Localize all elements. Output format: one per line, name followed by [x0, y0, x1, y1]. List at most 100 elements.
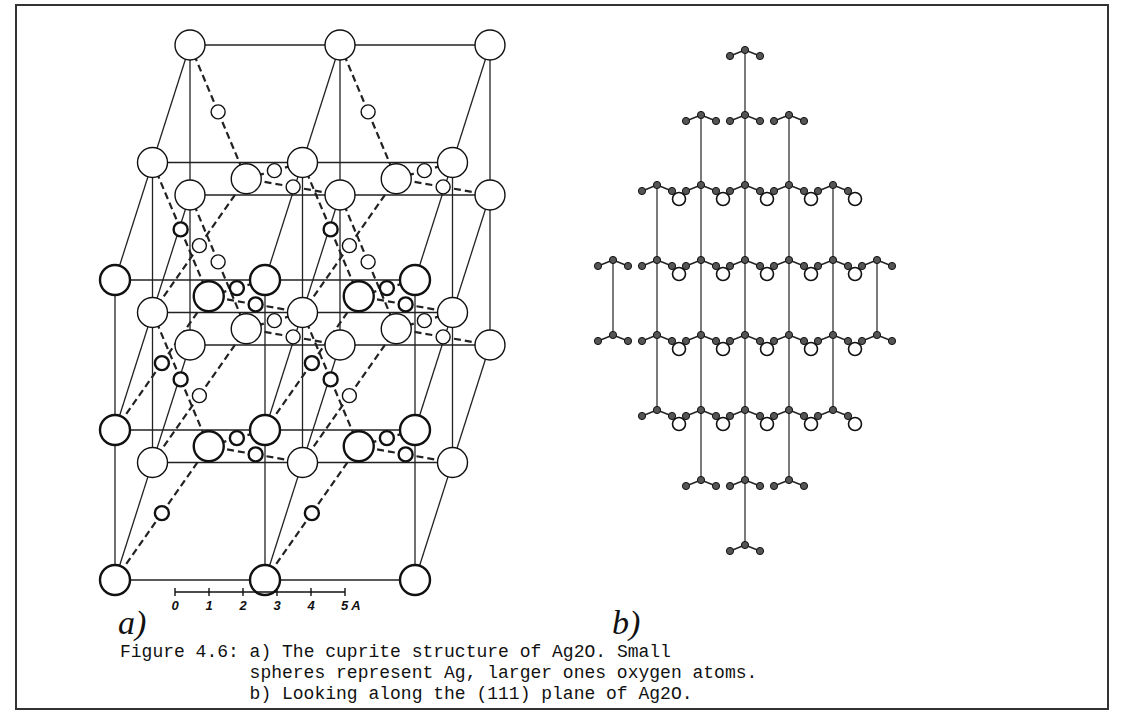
silver-atom: [230, 281, 244, 295]
silver-atom: [342, 389, 356, 403]
scale-tick: [344, 588, 345, 596]
atom-dot: [638, 262, 645, 269]
oxygen-atom: [761, 268, 774, 281]
interlayer-bond: [788, 410, 789, 480]
oxygen-atom: [400, 265, 430, 295]
silver-atom: [174, 222, 188, 236]
oxygen-atom: [717, 268, 730, 281]
silver-atom: [399, 447, 413, 461]
silver-atom: [361, 105, 375, 119]
interlayer-bond: [788, 260, 789, 335]
oxygen-atom: [673, 418, 686, 431]
oxygen-atom: [231, 314, 261, 344]
oxygen-atom: [175, 30, 205, 60]
scale-tick: [310, 588, 311, 596]
silver-atom: [230, 431, 244, 445]
atom-dot: [638, 187, 645, 194]
oxygen-atom: [761, 418, 774, 431]
interlayer-bond: [744, 260, 745, 335]
atom-dot: [653, 406, 660, 413]
silver-atom: [399, 297, 413, 311]
interlayer-bond: [700, 410, 701, 480]
silver-atom: [361, 255, 375, 269]
interlayer-bond: [656, 260, 657, 335]
atom-dot: [756, 482, 763, 489]
oxygen-atom: [100, 565, 130, 595]
atom-dot: [697, 256, 704, 263]
interlayer-bond: [788, 335, 789, 410]
atom-dot: [697, 181, 704, 188]
silver-atom: [155, 506, 169, 520]
interlayer-bond: [700, 335, 701, 410]
scale-tick: [174, 588, 175, 596]
silver-atom: [267, 314, 281, 328]
oxygen-atom: [400, 415, 430, 445]
silver-atom: [324, 372, 338, 386]
oxygen-atom: [438, 448, 468, 478]
interlayer-bond: [744, 50, 745, 115]
atom-dot: [770, 482, 777, 489]
silver-atom: [305, 356, 319, 370]
atom-dot: [770, 117, 777, 124]
silver-atom: [436, 180, 450, 194]
atom-dot: [785, 256, 792, 263]
atom-dot: [756, 547, 763, 554]
atom-dot: [594, 337, 601, 344]
silver-atom: [174, 372, 188, 386]
atom-dot: [873, 256, 880, 263]
atom-dot: [785, 111, 792, 118]
scale-number: 4: [307, 599, 314, 612]
cell-edge: [265, 45, 340, 280]
oxygen-atom: [805, 343, 818, 356]
oxygen-atom: [805, 418, 818, 431]
oxygen-atom: [231, 164, 261, 194]
atom-dot: [829, 406, 836, 413]
oxygen-atom: [849, 418, 862, 431]
atom-dot: [697, 331, 704, 338]
silver-atom: [417, 164, 431, 178]
atom-dot: [712, 482, 719, 489]
atom-dot: [800, 117, 807, 124]
oxygen-atom: [400, 565, 430, 595]
silver-atom: [380, 281, 394, 295]
interlayer-bond: [700, 115, 701, 185]
interlayer-bond: [612, 260, 613, 335]
interlayer-bond: [744, 410, 745, 480]
panel-letter: b): [612, 606, 640, 640]
scale-bar: [175, 588, 345, 596]
oxygen-atom: [673, 268, 686, 281]
oxygen-atom: [438, 298, 468, 328]
oxygen-atom: [381, 164, 411, 194]
scale-line: [175, 591, 345, 593]
oxygen-atom: [673, 343, 686, 356]
scale-tick: [276, 588, 277, 596]
oxygen-atom: [438, 148, 468, 178]
silver-atom: [211, 105, 225, 119]
silver-atom: [324, 222, 338, 236]
silver-atom: [342, 239, 356, 253]
oxygen-atom: [100, 265, 130, 295]
atom-dot: [741, 406, 748, 413]
atom-dot: [785, 406, 792, 413]
interlayer-bond: [656, 335, 657, 410]
interlayer-bond: [788, 185, 789, 260]
atom-dot: [638, 337, 645, 344]
oxygen-atom: [250, 415, 280, 445]
atom-dot: [829, 331, 836, 338]
atom-dot: [726, 52, 733, 59]
oxygen-atom: [717, 343, 730, 356]
interlayer-bond: [744, 480, 745, 545]
atom-dot: [609, 331, 616, 338]
atom-dot: [638, 412, 645, 419]
scale-number: 1: [205, 599, 212, 612]
oxygen-atom: [288, 148, 318, 178]
silver-atom: [249, 297, 263, 311]
atom-dot: [756, 52, 763, 59]
oxygen-atom: [138, 148, 168, 178]
atom-dot: [682, 482, 689, 489]
oxygen-atom: [717, 193, 730, 206]
silver-atom: [192, 389, 206, 403]
oxygen-atom: [475, 330, 505, 360]
atom-dot: [785, 331, 792, 338]
